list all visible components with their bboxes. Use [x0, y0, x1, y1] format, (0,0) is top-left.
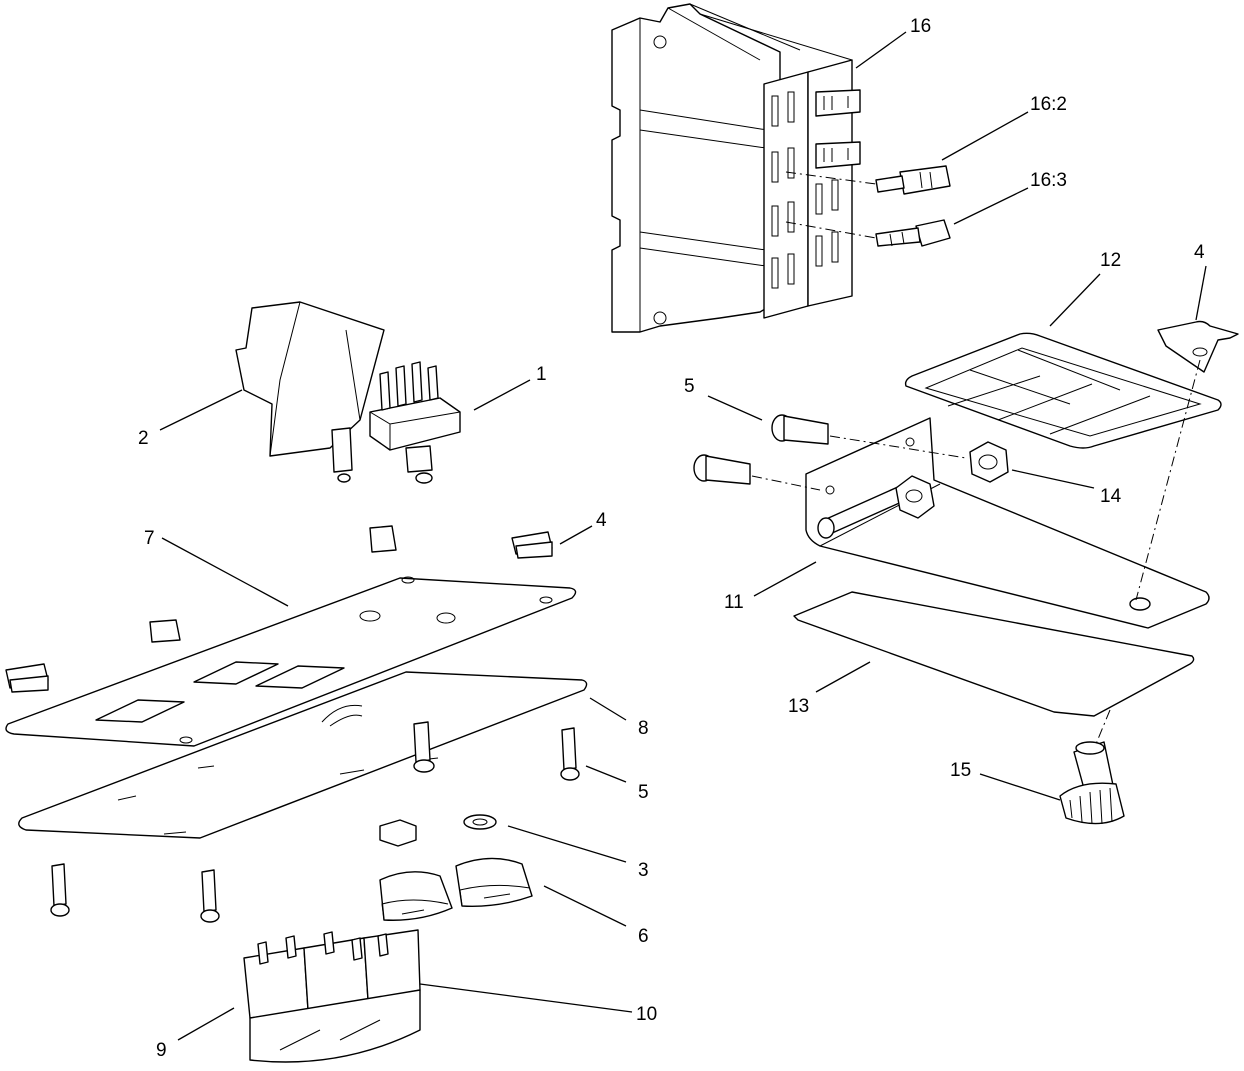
gasket-plate: [793, 591, 1195, 717]
callout-11: 11: [724, 592, 744, 613]
leader-lines: [159, 31, 1207, 1041]
callout-10: 10: [636, 1004, 657, 1025]
callout-8: 8: [638, 718, 649, 739]
screw-bottom-left: [50, 863, 70, 917]
callout-16: 16: [910, 16, 931, 37]
bracket-nut: [895, 475, 935, 519]
fuse-16-2: [785, 165, 951, 195]
callout-2: 2: [138, 428, 149, 449]
clip-top-right: [511, 531, 553, 559]
screw-bottom-mid: [200, 869, 220, 923]
callout-6: 6: [638, 926, 649, 947]
callout-1: 1: [536, 364, 547, 385]
bolt-lower: [693, 454, 821, 491]
callout-15: 15: [950, 760, 971, 781]
knurled-knob: [1059, 709, 1125, 825]
callout-13: 13: [788, 696, 809, 717]
callout-12: 12: [1100, 250, 1121, 271]
hex-nut-2: [463, 814, 497, 830]
bracket: [805, 417, 1210, 629]
hex-nut-1: [379, 819, 417, 847]
callout-4-left: 4: [596, 510, 607, 531]
callout-16-2: 16:2: [1030, 94, 1067, 115]
switch-housing: [235, 301, 385, 483]
callout-5-left: 5: [638, 782, 649, 803]
bolt-upper: [771, 414, 967, 459]
rocker-switch-assembly: [243, 929, 421, 1063]
callout-labels: 1 2 3 4 4 5 5 6 7 8 9 10 11 12 13 14 15 …: [138, 16, 1205, 1061]
fuse-16-3: [785, 219, 951, 247]
clip-left: [5, 663, 49, 693]
decal-panel: [904, 332, 1222, 449]
clip-small-2: [149, 619, 181, 643]
callout-5-right: 5: [684, 376, 695, 397]
callout-3: 3: [638, 860, 649, 881]
bottom-panel-plate: [18, 671, 588, 839]
knob-1: [379, 871, 453, 921]
clip-right: [1135, 320, 1239, 601]
callout-4-right: 4: [1194, 242, 1205, 263]
screw-center: [413, 721, 435, 773]
fuse-block: [611, 3, 861, 333]
knob-2: [455, 857, 533, 907]
top-panel-plate: [5, 576, 577, 747]
callout-7: 7: [144, 528, 155, 549]
flange-nut: [969, 441, 1009, 483]
callout-9: 9: [156, 1040, 167, 1061]
callout-16-3: 16:3: [1030, 170, 1067, 191]
rotary-switch: [369, 361, 461, 484]
callout-14: 14: [1100, 486, 1122, 507]
clip-small-1: [369, 525, 397, 553]
screw-right: [560, 727, 580, 781]
